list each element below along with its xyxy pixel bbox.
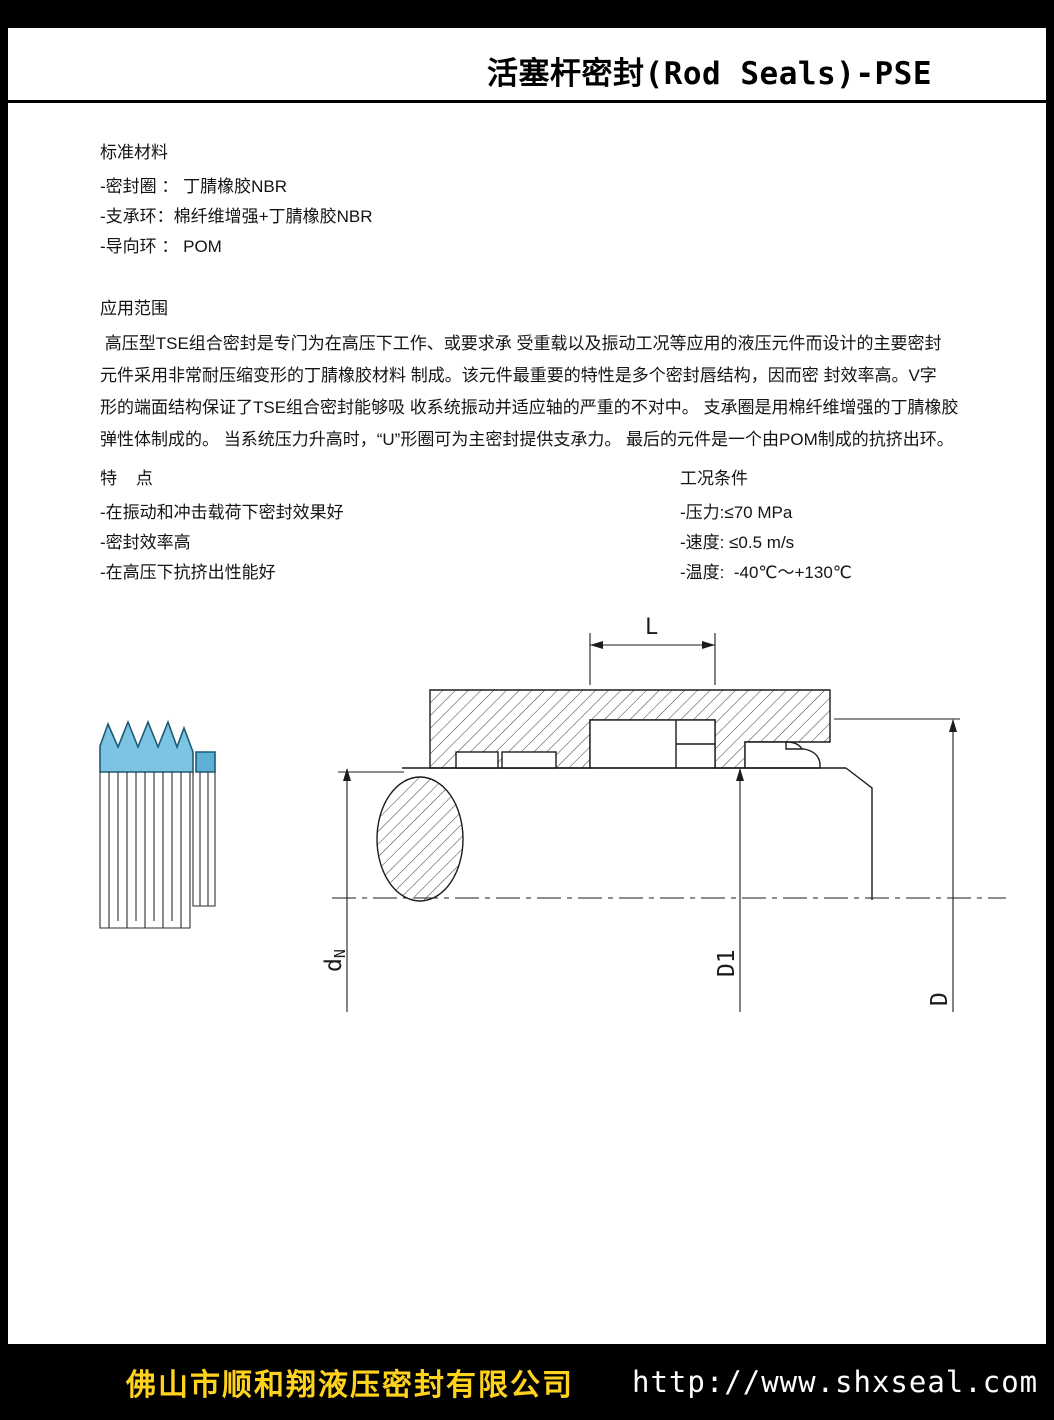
condition-item: -压力:≤70 MPa bbox=[680, 503, 793, 522]
assembly-view bbox=[332, 689, 1006, 902]
dimension-annotations: L dN D1 D bbox=[321, 615, 960, 1012]
backup-ring-detail bbox=[785, 741, 803, 750]
dim-label-D1: D1 bbox=[714, 949, 740, 977]
page-title: 活塞杆密封(Rod Seals)-PSE bbox=[487, 56, 932, 92]
application-line: 元件采用非常耐压缩变形的丁腈橡胶材料 制成。该元件最重要的特性是多个密封唇结构，… bbox=[100, 366, 937, 385]
fabric-stack bbox=[99, 772, 216, 929]
features-heading: 特 点 bbox=[100, 469, 153, 488]
features-section: 特 点 -在振动和冲击载荷下密封效果好 -密封效率高 -在高压下抗挤出性能好 bbox=[100, 464, 344, 588]
right-border bbox=[1046, 0, 1054, 1420]
arrowhead bbox=[702, 641, 715, 649]
rod-end-chamfer bbox=[845, 767, 873, 900]
seal-profile-view bbox=[99, 719, 216, 929]
feature-item: -密封效率高 bbox=[100, 533, 191, 552]
left-border bbox=[0, 0, 8, 1420]
conditions-section: 工况条件 -压力:≤70 MPa -速度: ≤0.5 m/s -温度: -40℃… bbox=[680, 464, 852, 588]
seal-lip-element bbox=[99, 719, 194, 773]
header-divider bbox=[8, 100, 1046, 103]
seal-heel-element bbox=[195, 751, 216, 773]
website-url: http://www.shxseal.com bbox=[632, 1365, 1039, 1399]
conditions-heading: 工况条件 bbox=[680, 469, 748, 488]
arrowhead bbox=[949, 719, 957, 732]
materials-heading: 标准材料 bbox=[100, 143, 168, 162]
drawing-svg: L dN D1 D bbox=[99, 615, 1006, 1012]
rod-break-section bbox=[376, 776, 464, 902]
arrowhead bbox=[590, 641, 603, 649]
arrowhead bbox=[736, 768, 744, 781]
application-section: 应用范围 高压型TSE组合密封是专门为在高压下工作、或要求承 受重载以及振动工况… bbox=[100, 294, 959, 456]
condition-item: -温度: -40℃～+130℃ bbox=[680, 563, 852, 582]
dim-label-D: D bbox=[927, 992, 953, 1006]
material-item: -密封圈 ： 丁腈橡胶NBR bbox=[100, 177, 287, 196]
top-border bbox=[0, 0, 1054, 28]
application-line: 高压型TSE组合密封是专门为在高压下工作、或要求承 受重载以及振动工况等应用的液… bbox=[100, 334, 942, 353]
backup-ring bbox=[744, 741, 821, 769]
material-item: -导向环 ： POM bbox=[100, 237, 222, 256]
guide-ring bbox=[501, 751, 557, 769]
dim-label-L: L bbox=[645, 615, 658, 640]
material-item: -支承环：棉纤维增强+丁腈橡胶NBR bbox=[100, 207, 373, 226]
condition-item: -速度: ≤0.5 m/s bbox=[680, 533, 795, 552]
materials-section: 标准材料 -密封圈 ： 丁腈橡胶NBR -支承环：棉纤维增强+丁腈橡胶NBR -… bbox=[100, 138, 372, 262]
application-line: 形的端面结构保证了TSE组合密封能够吸 收系统振动并适应轴的严重的不对中。 支承… bbox=[100, 398, 959, 417]
technical-drawing: L dN D1 D bbox=[0, 600, 1054, 1032]
company-name: 佛山市顺和翔液压密封有限公司 bbox=[126, 1369, 574, 1402]
application-line: 弹性体制成的。 当系统压力升高时，“U”形圈可为主密封提供支承力。 最后的元件是… bbox=[100, 430, 954, 449]
footer-bar: 佛山市顺和翔液压密封有限公司 http://www.shxseal.com bbox=[0, 1344, 1054, 1420]
application-heading: 应用范围 bbox=[100, 299, 168, 318]
guide-ring bbox=[455, 751, 499, 769]
feature-item: -在高压下抗挤出性能好 bbox=[100, 563, 276, 582]
arrowhead bbox=[343, 768, 351, 781]
feature-item: -在振动和冲击载荷下密封效果好 bbox=[100, 503, 344, 522]
dim-label-dN: dN bbox=[321, 949, 349, 972]
